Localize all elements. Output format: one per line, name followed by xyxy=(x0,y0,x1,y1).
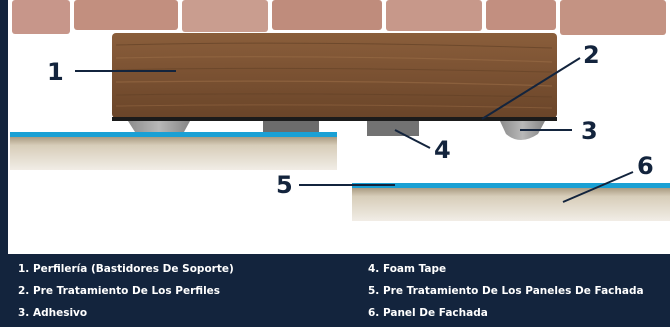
legend-item-profile: 1. Perfilería (Bastidores De Soporte) xyxy=(18,263,234,275)
wood-profile xyxy=(112,33,557,118)
legend-item-adhesive: 3. Adhesivo xyxy=(18,307,88,319)
panel-right-primer xyxy=(352,183,670,188)
legend-item-facade-panel: 6. Panel De Fachada xyxy=(368,307,488,319)
foam-tape-right xyxy=(367,121,419,136)
callout-1: 1 xyxy=(47,58,64,86)
foam-tape-left xyxy=(263,121,319,133)
leader-lines xyxy=(75,57,634,203)
legend-item-profile-primer: 2. Pre Tratamiento De Los Perfiles xyxy=(18,285,221,297)
legend-item-foam-tape: 4. Foam Tape xyxy=(368,263,447,275)
callout-4: 4 xyxy=(434,136,451,164)
assembly-diagram: 1 2 3 4 5 6 xyxy=(8,0,670,254)
callout-5: 5 xyxy=(276,171,293,199)
legend: 1. Perfilería (Bastidores De Soporte) 2.… xyxy=(0,254,670,327)
profile-primer xyxy=(112,117,557,121)
callout-6: 6 xyxy=(637,152,654,180)
callout-2: 2 xyxy=(583,41,600,69)
callout-3: 3 xyxy=(581,117,598,145)
panel-right xyxy=(352,188,670,221)
brick-wall xyxy=(8,0,670,36)
legend-item-panel-primer: 5. Pre Tratamiento De Los Paneles De Fac… xyxy=(368,285,644,297)
panel-left-primer xyxy=(10,132,337,137)
panel-left xyxy=(10,137,337,170)
